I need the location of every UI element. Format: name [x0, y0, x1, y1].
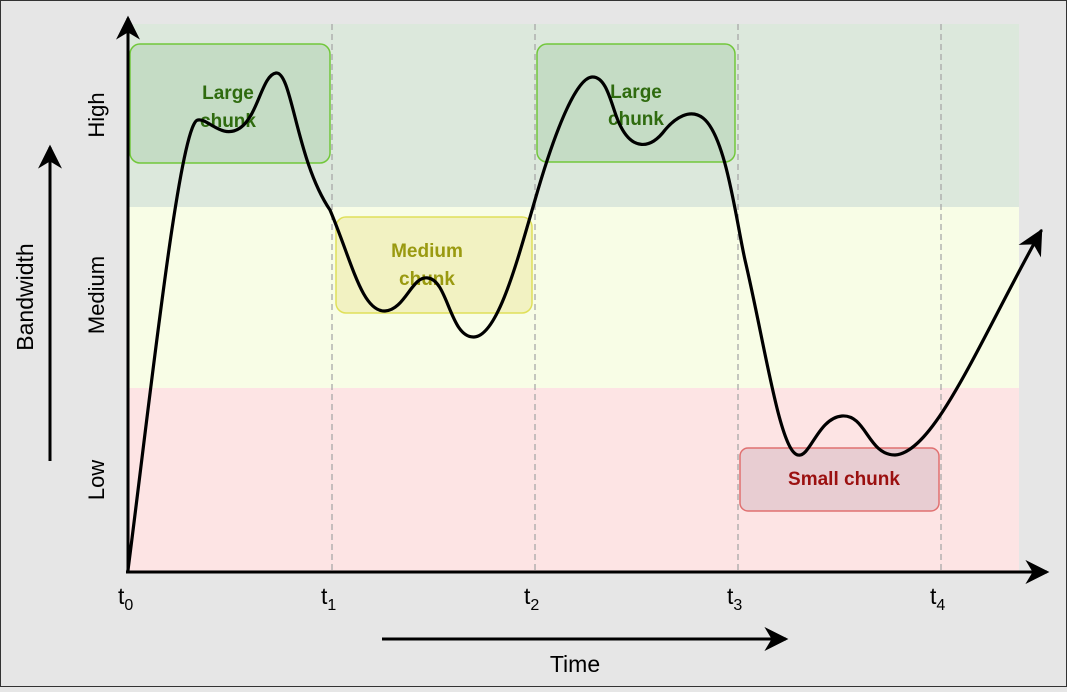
chunk-small: Small chunk: [739, 447, 940, 512]
tick-t3-base: t: [727, 583, 734, 609]
chunk-medium-line1: Medium: [391, 241, 463, 262]
chunk-small-box: [739, 447, 940, 512]
tick-t1-sub: 1: [327, 597, 336, 614]
chunk-large-1: Large chunk: [129, 43, 331, 164]
chunk-medium-box: [335, 216, 533, 314]
tick-t2-base: t: [524, 583, 531, 609]
y-axis-title: Bandwidth: [12, 243, 38, 350]
chunk-large-2-box: [536, 43, 736, 163]
tick-t0: t0: [118, 583, 133, 614]
chunk-large-1-line1: Large: [202, 83, 254, 104]
chunk-large-2-line2: chunk: [608, 109, 664, 130]
chunk-large-2: Large chunk: [536, 43, 736, 163]
band-medium: [128, 207, 1019, 388]
bandwidth-curve: [126, 71, 1043, 572]
x-axis-title: Time: [550, 651, 600, 677]
tick-t2-sub: 2: [530, 597, 539, 614]
level-label-medium: Medium: [84, 256, 109, 334]
tick-t1: t1: [321, 583, 336, 614]
tick-t3: t3: [727, 583, 742, 614]
tick-t3-sub: 3: [733, 597, 742, 614]
tick-t2: t2: [524, 583, 539, 614]
tick-t0-sub: 0: [124, 597, 133, 614]
level-label-low: Low: [84, 460, 109, 500]
chunk-small-label: Small chunk: [788, 469, 900, 490]
tick-t0-base: t: [118, 583, 125, 609]
tick-t4: t4: [930, 583, 945, 614]
tick-t4-sub: 4: [936, 597, 945, 614]
tick-t1-base: t: [321, 583, 328, 609]
tick-t4-base: t: [930, 583, 937, 609]
chunk-medium: Medium chunk: [335, 216, 533, 314]
chunk-medium-line2: chunk: [399, 269, 455, 290]
chunk-large-2-line1: Large: [610, 82, 662, 103]
level-label-high: High: [84, 92, 109, 137]
